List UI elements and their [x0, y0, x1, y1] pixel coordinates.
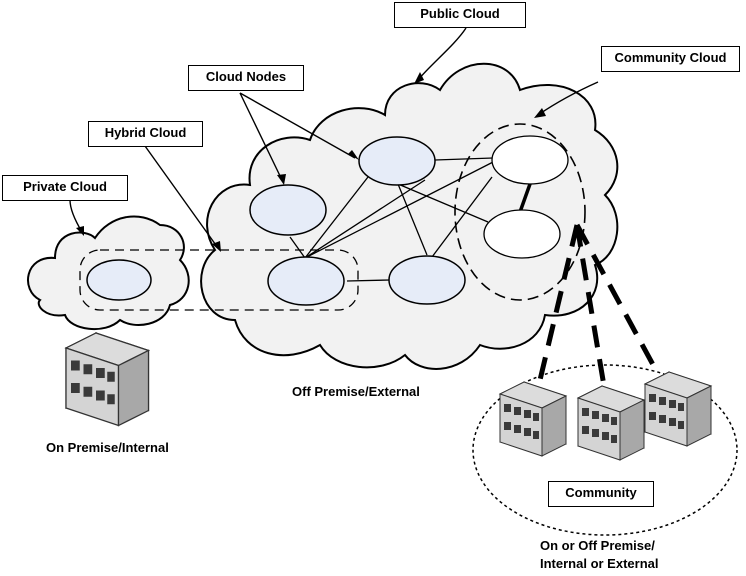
community-link	[518, 183, 532, 213]
arrow-heads	[76, 72, 546, 252]
cloud-nodes-label: Cloud Nodes	[188, 65, 304, 91]
cloud-node-left	[249, 184, 327, 236]
hybrid-cloud-region	[79, 249, 359, 311]
community-building-icon-3	[644, 371, 712, 447]
on-or-off-premise-caption-line2: Internal or External	[540, 556, 659, 571]
community-cloud-region	[454, 123, 586, 301]
community-node-bottom	[483, 209, 561, 259]
community-node-top	[491, 135, 569, 185]
on-premise-caption: On Premise/Internal	[46, 440, 169, 455]
cloud-node-top	[358, 136, 436, 186]
on-or-off-premise-caption-line1: On or Off Premise/	[540, 538, 655, 553]
off-premise-caption: Off Premise/External	[292, 384, 420, 399]
community-building-icon-1	[499, 381, 567, 457]
on-premise-building-icon	[65, 332, 150, 427]
public-cloud-label: Public Cloud	[394, 2, 526, 28]
hybrid-cloud-label: Hybrid Cloud	[88, 121, 203, 147]
node-connections	[289, 157, 498, 282]
label-pointers	[69, 27, 599, 249]
community-connection-lines	[537, 223, 660, 393]
cloud-node-right	[388, 255, 466, 305]
cloud-node-hybrid	[267, 256, 345, 306]
private-cloud-node	[86, 259, 152, 301]
community-label: Community	[548, 481, 654, 507]
private-cloud-label: Private Cloud	[2, 175, 128, 201]
community-cloud-label: Community Cloud	[601, 46, 740, 72]
community-building-icon-2	[577, 385, 645, 461]
